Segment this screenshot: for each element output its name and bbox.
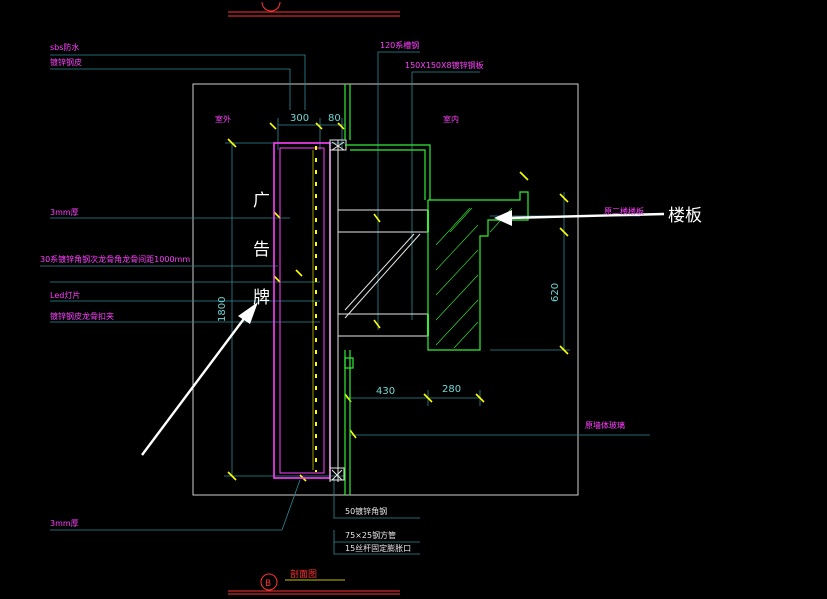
section-title: 剖面图 xyxy=(290,568,317,580)
dim-80: 80 xyxy=(328,113,341,124)
label-slab-note: 原二楼楼板 xyxy=(604,206,644,216)
label-led: Led灯片 xyxy=(50,290,80,300)
slab-hatch xyxy=(435,207,513,349)
dim-430: 430 xyxy=(376,386,395,397)
sign-char-1: 广 xyxy=(253,191,270,211)
billboard-box xyxy=(273,142,331,479)
label-bolt: 15丝杆固定膨胀口 xyxy=(345,543,411,553)
label-wall: 原墙体玻璃 xyxy=(585,420,625,430)
dimension-lines xyxy=(224,118,570,477)
annotation-arrows xyxy=(141,210,665,456)
led-strip xyxy=(312,146,317,472)
annotation-slab: 楼板 xyxy=(668,206,702,226)
leader-lines-right xyxy=(333,51,650,555)
label-indoor: 室内 xyxy=(443,114,459,124)
grid-bubble-label: B xyxy=(265,579,271,589)
leader-lines-left xyxy=(40,54,320,531)
label-3mm-top: 3mm厚 xyxy=(50,208,79,217)
label-tube: 75×25钢方管 xyxy=(345,530,396,540)
building-structure xyxy=(344,84,529,495)
label-sbs: sbs防水 xyxy=(50,42,79,52)
steel-frame xyxy=(329,139,428,482)
dim-300: 300 xyxy=(290,113,309,124)
dim-620: 620 xyxy=(550,283,561,302)
dim-280: 280 xyxy=(442,384,461,395)
bottom-title-mark xyxy=(228,573,400,595)
label-angle-50: 50镀锌角钢 xyxy=(345,506,387,516)
dim-1800: 1800 xyxy=(217,297,228,322)
top-title-mark xyxy=(228,1,400,17)
label-3mm-bottom: 3mm厚 xyxy=(50,519,79,528)
sign-char-2: 告 xyxy=(253,240,270,260)
label-plank: 镀锌钢皮 xyxy=(50,57,82,67)
label-channel-120: 120系槽钢 xyxy=(380,40,419,50)
label-outdoor: 室外 xyxy=(215,114,231,124)
label-angle-steel: 150X150X8镀锌钢板 xyxy=(405,60,484,70)
label-keel: 30系镀锌角钢次龙骨角龙骨间距1000mm xyxy=(40,254,190,264)
label-steel-clip: 镀锌钢皮龙骨扣夹 xyxy=(50,311,114,321)
dimension-ticks xyxy=(227,122,569,482)
detail-frame xyxy=(192,83,579,496)
sign-char-3: 牌 xyxy=(253,288,270,308)
